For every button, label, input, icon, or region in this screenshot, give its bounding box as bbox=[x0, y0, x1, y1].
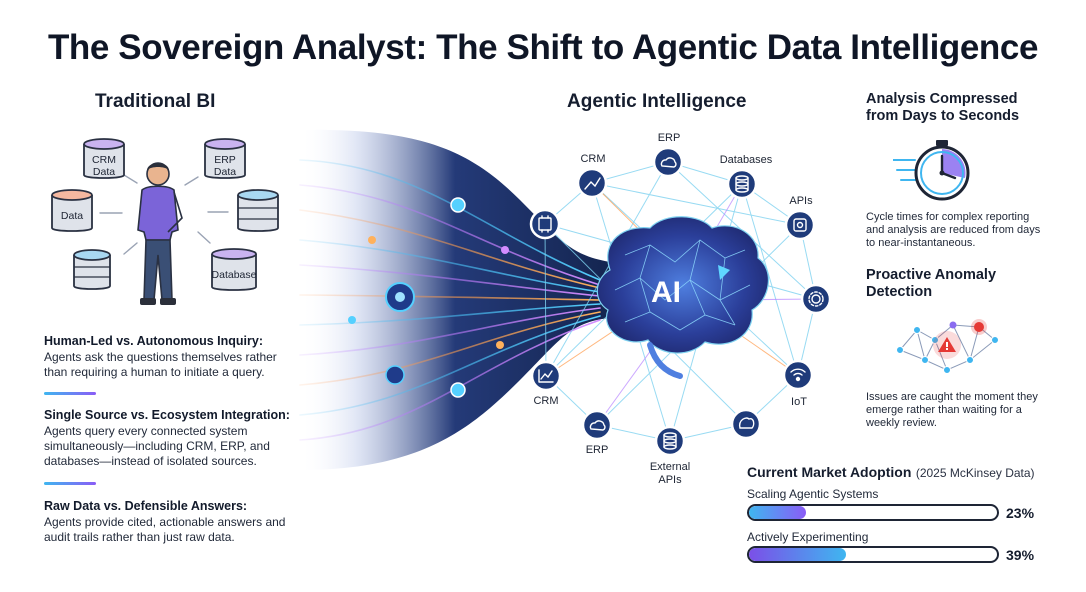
brain-node-icon bbox=[730, 408, 762, 440]
adoption-title-row: Current Market Adoption (2025 McKinsey D… bbox=[747, 464, 1035, 482]
crm-data-source: CRM Data bbox=[82, 137, 126, 183]
bar-1-fill bbox=[749, 506, 807, 519]
item-3-title: Raw Data vs. Defensible Answers: bbox=[44, 499, 248, 513]
database-icon bbox=[237, 189, 279, 232]
adoption-source: (2025 McKinsey Data) bbox=[915, 466, 1035, 480]
iot-wifi-node-icon bbox=[782, 359, 814, 391]
database-label: Database bbox=[211, 269, 257, 281]
database-icon bbox=[83, 138, 125, 179]
item-1-line-1: Agents ask the questions themselves rath… bbox=[44, 350, 277, 364]
anomaly-body-line-3: weekly review. bbox=[866, 417, 937, 429]
node-label-erp-top: ERP bbox=[657, 132, 681, 144]
database-source-bottom-left bbox=[72, 248, 116, 294]
compressed-title-line-1: Analysis Compressed bbox=[866, 91, 1018, 107]
bar-2-label: Actively Experimenting bbox=[747, 530, 869, 544]
database-icon bbox=[204, 138, 246, 179]
compressed-body-line-2: and analysis are reduced from days bbox=[866, 224, 1041, 236]
erp-cloud-node-icon bbox=[652, 146, 684, 178]
adoption-title: Current Market Adoption bbox=[747, 464, 912, 480]
apis-node-icon bbox=[784, 209, 816, 241]
database-icon bbox=[73, 249, 111, 290]
anomaly-body-line-2: emerge rather than waiting for a bbox=[866, 404, 1022, 416]
bar-1-label: Scaling Agentic Systems bbox=[747, 487, 879, 501]
anomaly-body-line-1: Issues are caught the moment they bbox=[866, 391, 1038, 403]
bar-2-track bbox=[747, 546, 999, 563]
node-label-apis: APIs bbox=[789, 195, 813, 207]
divider bbox=[44, 482, 96, 485]
page-title: The Sovereign Analyst: The Shift to Agen… bbox=[47, 28, 1039, 67]
item-1-line-2: than requiring a human to initiate a que… bbox=[44, 365, 265, 379]
node-label-crm-bottom: CRM bbox=[533, 395, 559, 407]
crm-data-label: CRM Data bbox=[92, 154, 116, 178]
data-label: Data bbox=[60, 210, 84, 222]
item-2-line-2: simultaneously—including CRM, ERP, and bbox=[44, 439, 270, 453]
bar-2-value: 39% bbox=[1006, 547, 1035, 563]
item-2-line-1: Agents query every connected system bbox=[44, 424, 248, 438]
bi-connectors bbox=[99, 174, 229, 255]
item-2-title: Single Source vs. Ecosystem Integration: bbox=[44, 408, 290, 422]
item-3-line-1: Agents provide cited, actionable answers… bbox=[44, 515, 286, 529]
databases-node-icon bbox=[726, 168, 758, 200]
item-2-line-3: databases—instead of isolated sources. bbox=[44, 454, 257, 468]
erp-data-source: ERP Data bbox=[203, 137, 247, 183]
ai-core-label: AI bbox=[651, 276, 681, 309]
database-icon bbox=[51, 189, 93, 232]
flow-funnel bbox=[300, 129, 610, 470]
chip-node-icon bbox=[529, 208, 561, 240]
bar-1-value: 23% bbox=[1006, 505, 1035, 521]
anomaly-title-line-2: Detection bbox=[866, 284, 933, 300]
node-label-external-apis-line-1: External bbox=[649, 461, 691, 473]
database-source: Database bbox=[210, 247, 258, 295]
node-label-crm-top: CRM bbox=[580, 153, 606, 165]
agentic-intelligence-heading: Agentic Intelligence bbox=[567, 91, 747, 112]
compressed-title-line-2: from Days to Seconds bbox=[866, 108, 1020, 124]
divider bbox=[44, 392, 96, 395]
bar-1-track bbox=[747, 504, 999, 521]
traditional-bi-heading: Traditional BI bbox=[95, 91, 216, 112]
analyst-person-icon bbox=[137, 162, 183, 305]
item-1-title: Human-Led vs. Autonomous Inquiry: bbox=[44, 334, 263, 348]
node-label-iot: IoT bbox=[791, 396, 807, 408]
node-label-databases: Databases bbox=[719, 154, 773, 166]
gear-node-icon bbox=[800, 283, 832, 315]
bar-2-fill bbox=[749, 548, 846, 561]
item-3-line-2: audit trails rather than just raw data. bbox=[44, 530, 235, 544]
erp-data-label: ERP Data bbox=[213, 154, 237, 178]
ai-brain bbox=[596, 216, 770, 379]
compressed-body-line-1: Cycle times for complex reporting bbox=[866, 211, 1030, 223]
crm-graph-node-icon bbox=[530, 360, 562, 392]
erp-cloud-bottom-node-icon bbox=[581, 409, 613, 441]
node-label-external-apis-line-2: APIs bbox=[658, 474, 682, 486]
compressed-body-line-3: to near-instantaneous. bbox=[866, 237, 976, 249]
data-source: Data bbox=[50, 188, 94, 236]
anomaly-network-icon bbox=[896, 319, 999, 374]
database-source-right bbox=[236, 188, 280, 236]
database-icon bbox=[211, 248, 257, 291]
stopwatch-icon bbox=[893, 140, 970, 201]
anomaly-title-line-1: Proactive Anomaly bbox=[866, 267, 997, 283]
external-apis-db-node-icon bbox=[654, 425, 686, 457]
node-label-erp-bottom: ERP bbox=[585, 444, 609, 456]
